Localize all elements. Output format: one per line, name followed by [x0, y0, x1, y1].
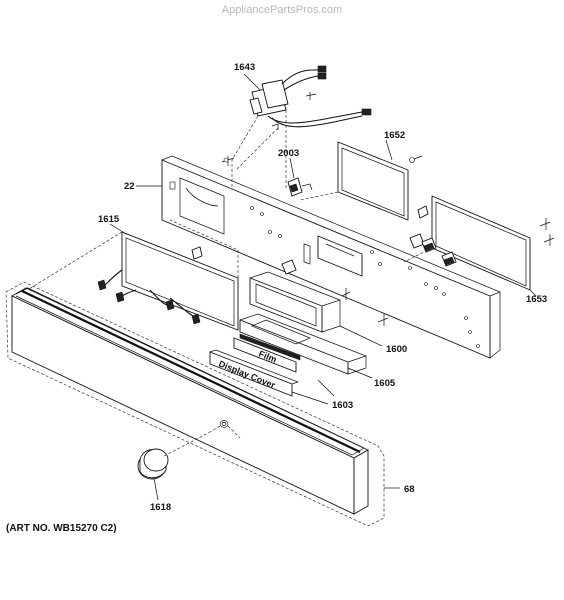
callout-1615: 1615: [98, 214, 120, 225]
screw: [539, 218, 555, 246]
leader-line: [289, 157, 295, 179]
callout-1652: 1652: [384, 130, 405, 141]
dashed-guide: [227, 425, 241, 439]
front-panel-outline: [5, 281, 385, 527]
front-panel-68[interactable]: [11, 287, 369, 515]
display-module-1600[interactable]: [249, 259, 341, 333]
dashed-guide: [23, 231, 123, 293]
screw: [377, 314, 389, 326]
knob-1618[interactable]: [137, 448, 169, 480]
screw: [221, 156, 235, 166]
callout-1600: 1600: [386, 344, 407, 355]
leader-line: [385, 139, 393, 161]
control-board-1653[interactable]: [409, 195, 531, 291]
dashed-guide: [169, 219, 239, 278]
callout-1643: 1643: [234, 62, 255, 73]
leader-line: [109, 223, 127, 235]
callout-1653: 1653: [526, 294, 547, 305]
relay-2003[interactable]: [287, 177, 313, 197]
film-part[interactable]: Film: [233, 333, 301, 373]
screw: [341, 288, 351, 300]
leader-line: [243, 73, 261, 91]
leader-line: [347, 367, 373, 379]
leader-line: [339, 325, 383, 347]
dashed-guide: [235, 127, 279, 171]
dashed-guide: [403, 247, 433, 263]
display-housing-1605[interactable]: [239, 313, 368, 375]
leader-line: [529, 289, 537, 297]
control-board-1652[interactable]: [337, 141, 423, 221]
callout-1618: 1618: [150, 502, 171, 513]
callout-1605: 1605: [374, 378, 396, 389]
leader-line: [317, 379, 335, 397]
dashed-guide: [209, 425, 221, 433]
dashed-guide: [163, 431, 211, 457]
leader-line: [153, 477, 159, 501]
callout-1603: 1603: [332, 400, 353, 411]
watermark: AppliancePartsPros.com: [221, 4, 343, 16]
callout-2003: 2003: [278, 148, 299, 159]
callout-22: 22: [124, 181, 135, 192]
transformer-1643[interactable]: [249, 65, 372, 130]
control-board-1615[interactable]: [97, 231, 239, 331]
dashed-guide: [299, 191, 339, 201]
callout-68: 68: [404, 484, 415, 495]
bracket-22[interactable]: [161, 155, 501, 359]
leader-line: [291, 391, 329, 405]
art-number: (ART NO. WB15270 C2): [6, 523, 117, 534]
